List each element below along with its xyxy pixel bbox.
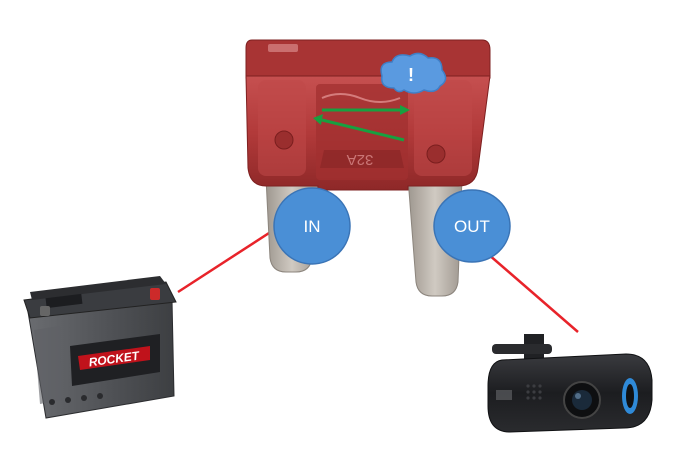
wire-out [487, 253, 579, 333]
warning-symbol: ! [408, 65, 414, 85]
dash-camera-icon [487, 334, 653, 433]
car-battery-icon: ROCKET [23, 276, 177, 419]
current-flow-arrows [313, 105, 410, 142]
out-node: OUT [433, 189, 511, 263]
out-label: OUT [454, 217, 490, 236]
battery-label-panel [78, 346, 150, 370]
wire-in [177, 220, 287, 294]
cloud-warning-icon: ! [380, 52, 447, 94]
in-node: IN [273, 187, 351, 265]
blade-fuse-icon: 32A [245, 39, 491, 297]
fuse-rating-text: 32A [347, 151, 374, 168]
in-label: IN [304, 217, 321, 236]
